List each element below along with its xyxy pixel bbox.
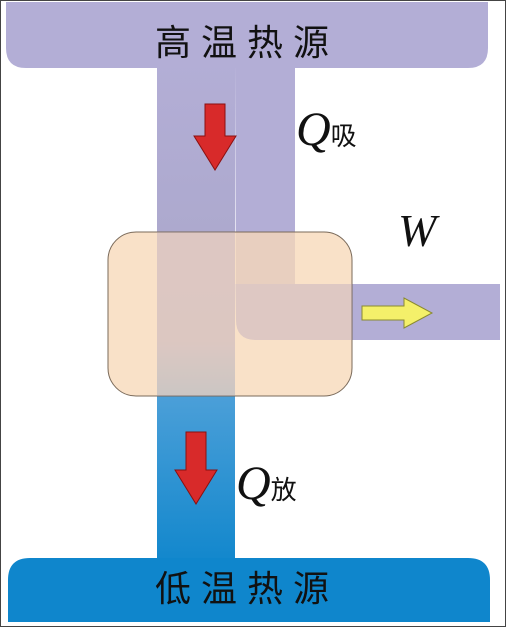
heat-in-symbol: Q: [296, 103, 331, 156]
heat-out-subscript: 放: [270, 476, 297, 506]
heat-out-arrow-icon: [174, 431, 218, 505]
heat-in-subscript: 吸: [330, 122, 357, 152]
work-arrow-icon: [361, 297, 434, 329]
hot-source-label: 高温热源: [154, 23, 339, 64]
heat-engine-box: [107, 231, 353, 397]
heat-in-label: Q吸: [296, 106, 357, 154]
heat-out-symbol: Q: [236, 457, 271, 510]
cold-reservoir: [8, 558, 490, 622]
heat-out-label: Q放: [236, 460, 297, 508]
hot-reservoir: [6, 2, 488, 68]
work-label: W: [398, 205, 437, 256]
cold-source-label: 低温热源: [154, 569, 339, 610]
heat-in-arrow-icon: [193, 103, 237, 171]
